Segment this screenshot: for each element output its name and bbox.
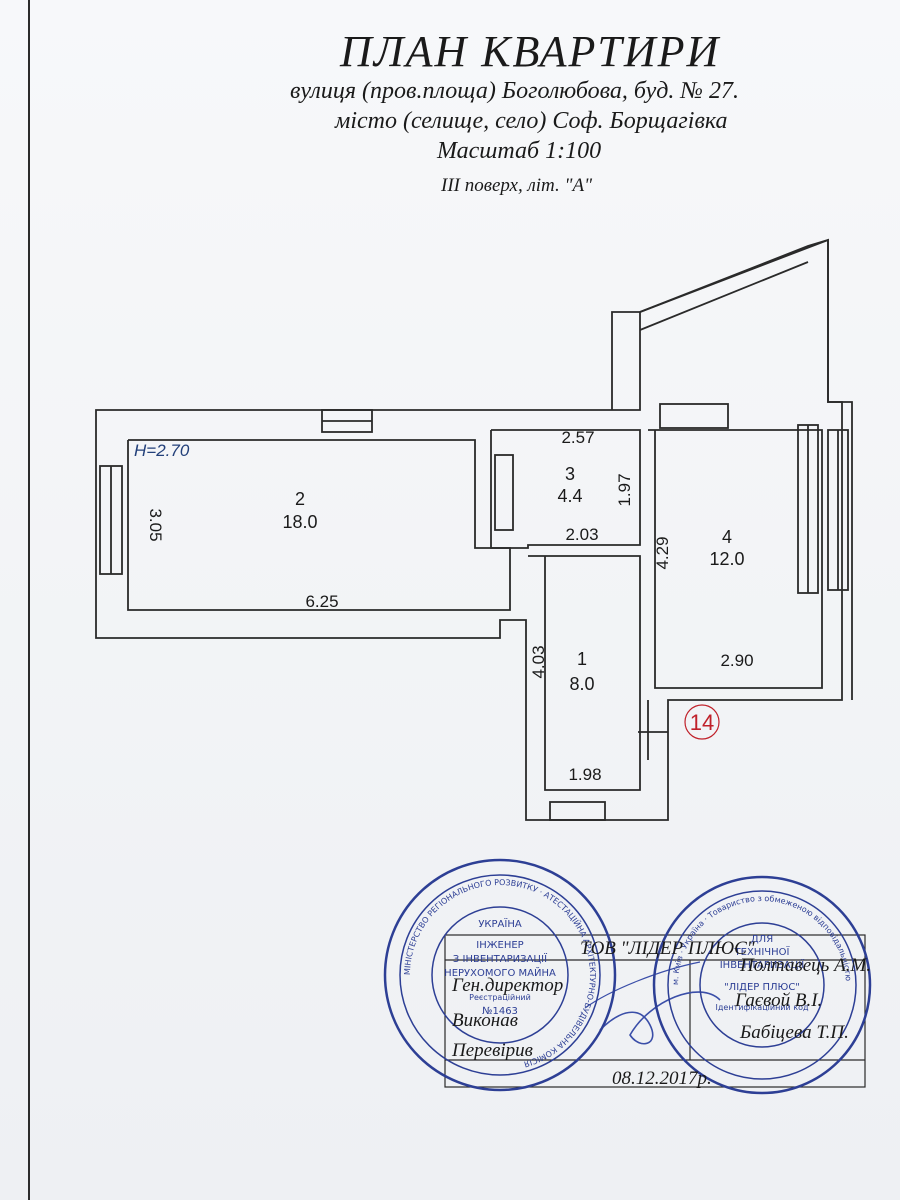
room-1-bottom-dim: 1.98 xyxy=(568,765,601,784)
stamp-left-line-3: З ІНВЕНТАРИЗАЦІЇ xyxy=(453,952,547,965)
room-1-side-dim: 4.03 xyxy=(529,645,548,678)
room-4-number: 4 xyxy=(722,527,732,547)
checked-name: Бабіцева Т.П. xyxy=(740,1022,849,1043)
apartment-marker-number: 14 xyxy=(690,710,714,735)
director-name: Полтавець А.М. xyxy=(740,955,871,976)
checked-label: Перевірив xyxy=(452,1040,533,1061)
performed-label: Виконав xyxy=(452,1010,518,1031)
room-3-top-dim: 2.57 xyxy=(561,428,594,447)
room-3-bottom-dim: 2.03 xyxy=(565,525,598,544)
room-1-area: 8.0 xyxy=(569,674,594,694)
room-1-number: 1 xyxy=(577,649,587,669)
stamp-right-line-2: ТЕХНІЧНОЇ xyxy=(734,945,790,958)
ceiling-height-label: H=2.70 xyxy=(134,441,190,460)
room-4-bottom-dim: 2.90 xyxy=(720,651,753,670)
document-date: 08.12.2017р. xyxy=(612,1068,712,1089)
room-2-area: 18.0 xyxy=(282,512,317,532)
plan-walls xyxy=(95,238,853,821)
street-line: вулиця (пров.площа) Боголюбова, буд. № 2… xyxy=(290,78,740,104)
signoff-table xyxy=(444,934,866,1088)
margin-line xyxy=(28,0,30,1200)
company-name: ТОВ "ЛІДЕР ПЛЮС" xyxy=(580,938,755,959)
room-3-side-dim: 1.97 xyxy=(615,473,634,506)
city-line: місто (селище, село) Соф. Борщагівка xyxy=(335,108,728,134)
room-4-side-dim: 4.29 xyxy=(653,536,672,569)
stamp-left-line-4: НЕРУХОМОГО МАЙНА xyxy=(444,966,556,979)
performed-name: Гаєвой В.І. xyxy=(735,990,823,1011)
stamp-right-line-5: Ідентифікаційний код xyxy=(716,1003,809,1012)
page-title: ПЛАН КВАРТИРИ xyxy=(340,27,721,76)
stamp-left-line-5: Реєстраційний xyxy=(469,993,531,1002)
scale-line: Масштаб 1:100 xyxy=(437,138,602,164)
apartment-marker-circle xyxy=(684,704,720,740)
stamp-right-line-3: ІНВЕНТАРИЗАЦІЇ xyxy=(720,958,805,971)
stamp-left-line-6: №1463 xyxy=(482,1006,518,1017)
room-3-number: 3 xyxy=(565,464,575,484)
floor-line: III поверх, літ. "А" xyxy=(441,175,593,196)
room-2-width-dim: 6.25 xyxy=(305,592,338,611)
stamp-right-line-4: "ЛІДЕР ПЛЮС" xyxy=(724,982,800,993)
stamp-right-line-1: ДЛЯ xyxy=(751,934,773,945)
room-3-area: 4.4 xyxy=(557,486,582,506)
stamp-left-line-2: ІНЖЕНЕР xyxy=(476,940,523,951)
room-4-area: 12.0 xyxy=(709,549,744,569)
stamp-left-line-1: УКРАЇНА xyxy=(478,917,522,930)
room-2-height-dim: 3.05 xyxy=(146,508,165,541)
room-2-number: 2 xyxy=(295,489,305,509)
signature-scribble xyxy=(599,991,721,1045)
director-label: Ген.директор xyxy=(452,975,564,996)
signature-stroke xyxy=(584,961,701,1009)
